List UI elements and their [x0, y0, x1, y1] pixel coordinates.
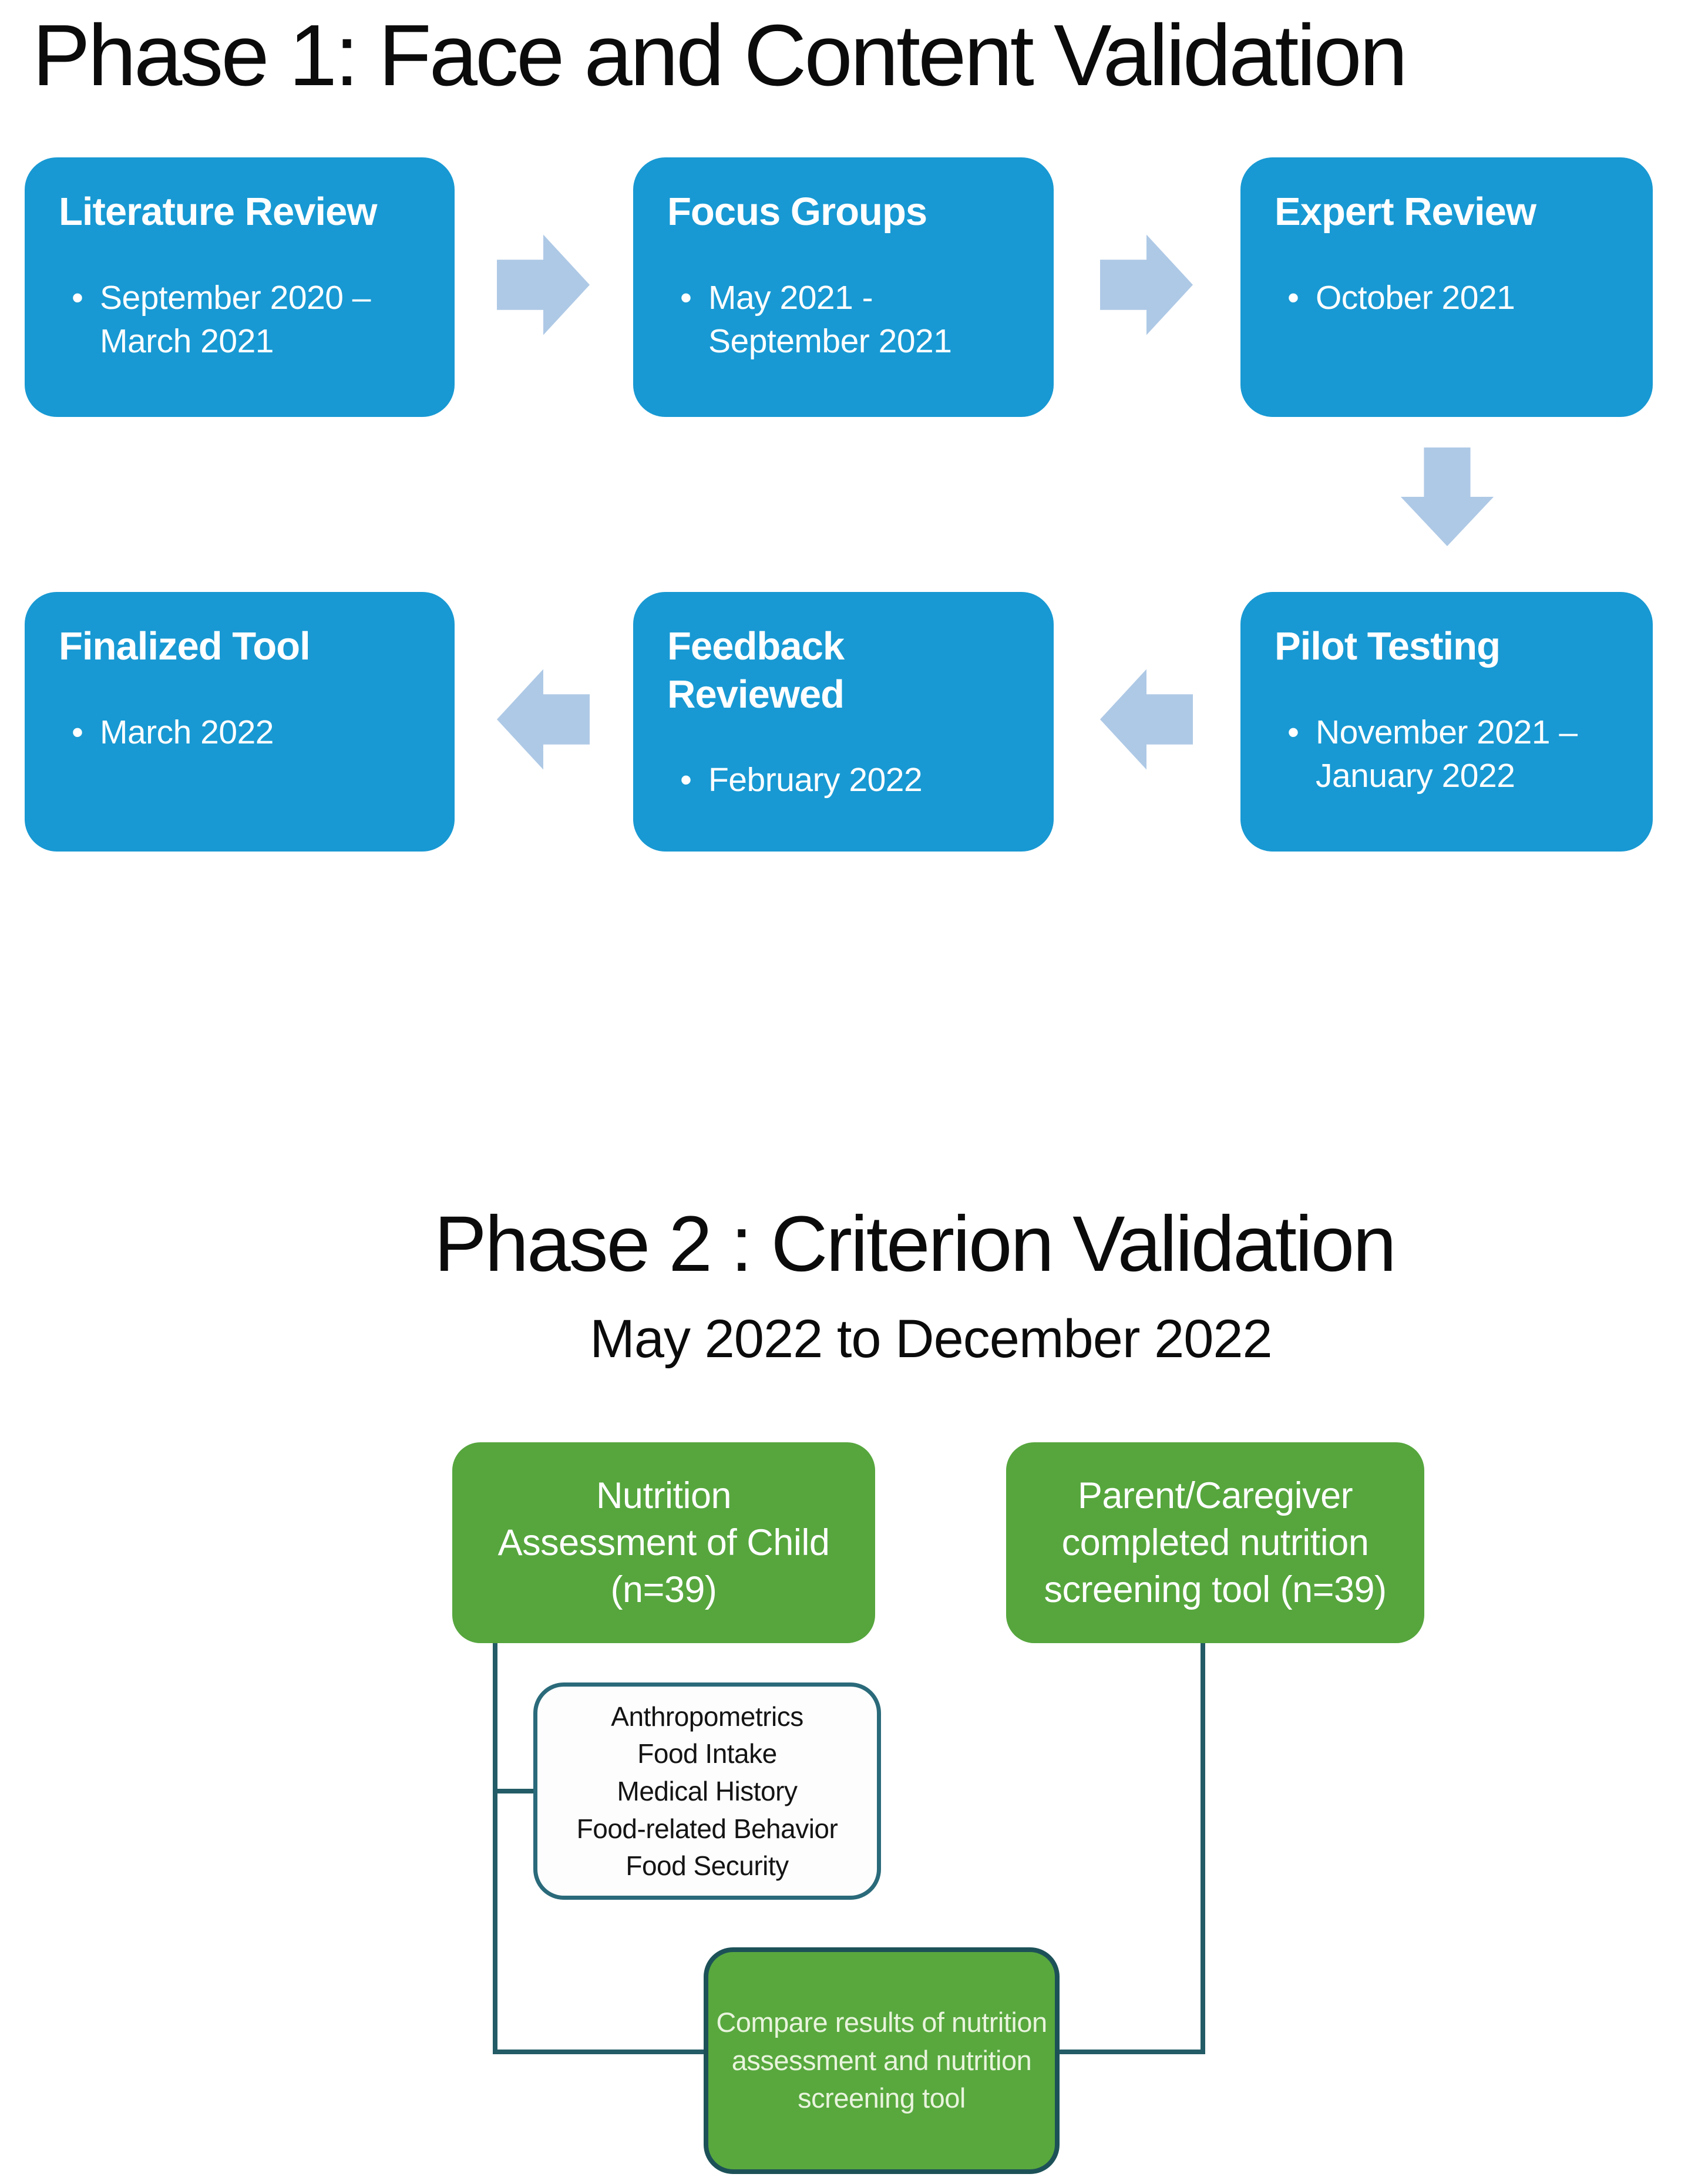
box-title: Finalized Tool	[59, 624, 311, 668]
connector-line	[493, 1643, 497, 2054]
box-feedback-reviewed: Feedback Reviewed • February 2022	[633, 592, 1054, 852]
box-bullet-line: • November 2021 – January 2022	[1287, 711, 1619, 797]
phase2-title: Phase 2 : Criterion Validation	[434, 1200, 1397, 1288]
box-expert-review: Expert Review • October 2021	[1240, 157, 1653, 417]
box-title: Pilot Testing	[1275, 624, 1501, 668]
phase2-subtitle: May 2022 to December 2022	[590, 1309, 1272, 1369]
flow-arrow-left-icon	[497, 669, 590, 770]
list-item: Food-related Behavior	[576, 1813, 838, 1844]
box-bullet-line: • February 2022	[680, 758, 1020, 802]
bullet-icon: •	[72, 713, 83, 751]
box-detail: February 2022	[708, 761, 923, 799]
connector-line	[1201, 1643, 1205, 2054]
bullet-icon: •	[680, 278, 692, 317]
box-title: Expert Review	[1275, 190, 1536, 234]
box-detail: September 2020 – March 2021	[99, 278, 371, 360]
flow-arrow-down-icon	[1400, 447, 1494, 546]
assessment-components-box: Anthropometrics Food Intake Medical Hist…	[533, 1682, 881, 1900]
box-pilot-testing: Pilot Testing • November 2021 – January …	[1240, 592, 1653, 852]
phase1-title: Phase 1: Face and Content Validation	[32, 7, 1408, 104]
list-item: Food Intake	[637, 1738, 777, 1769]
box-bullet-line: • May 2021 - September 2021	[680, 276, 1020, 363]
flow-arrow-right-icon	[1100, 234, 1193, 335]
box-compare-results: Compare results of nutrition assessment …	[704, 1947, 1060, 2174]
box-finalized-tool: Finalized Tool • March 2022	[25, 592, 455, 852]
connector-line	[493, 2050, 705, 2054]
box-parent-screening-tool: Parent/Caregiver completed nutrition scr…	[1006, 1442, 1424, 1643]
box-nutrition-assessment: Nutrition Assessment of Child (n=39)	[452, 1442, 875, 1643]
box-title: Focus Groups	[667, 190, 927, 234]
flow-arrow-left-icon	[1100, 669, 1193, 770]
box-literature-review: Literature Review • September 2020 – Mar…	[25, 157, 455, 417]
box-detail: March 2022	[99, 713, 274, 751]
connector-line	[1058, 2050, 1205, 2054]
flow-arrow-right-icon	[497, 234, 590, 335]
bullet-icon: •	[72, 278, 83, 317]
box-bullet-line: • October 2021	[1287, 276, 1619, 319]
box-title: Feedback Reviewed	[667, 624, 845, 716]
bullet-icon: •	[1287, 713, 1299, 751]
box-focus-groups: Focus Groups • May 2021 - September 2021	[633, 157, 1054, 417]
box-detail: May 2021 - September 2021	[708, 278, 952, 360]
box-title: Literature Review	[59, 190, 378, 234]
list-item: Food Security	[626, 1850, 789, 1882]
list-item: Anthropometrics	[611, 1701, 803, 1732]
list-item: Medical History	[617, 1775, 798, 1806]
box-bullet-line: • September 2020 – March 2021	[72, 276, 421, 363]
bullet-icon: •	[1287, 278, 1299, 317]
box-detail: October 2021	[1315, 278, 1515, 317]
connector-line	[497, 1789, 536, 1793]
box-detail: November 2021 – January 2022	[1315, 713, 1578, 795]
bullet-icon: •	[680, 761, 692, 799]
box-bullet-line: • March 2022	[72, 711, 421, 754]
